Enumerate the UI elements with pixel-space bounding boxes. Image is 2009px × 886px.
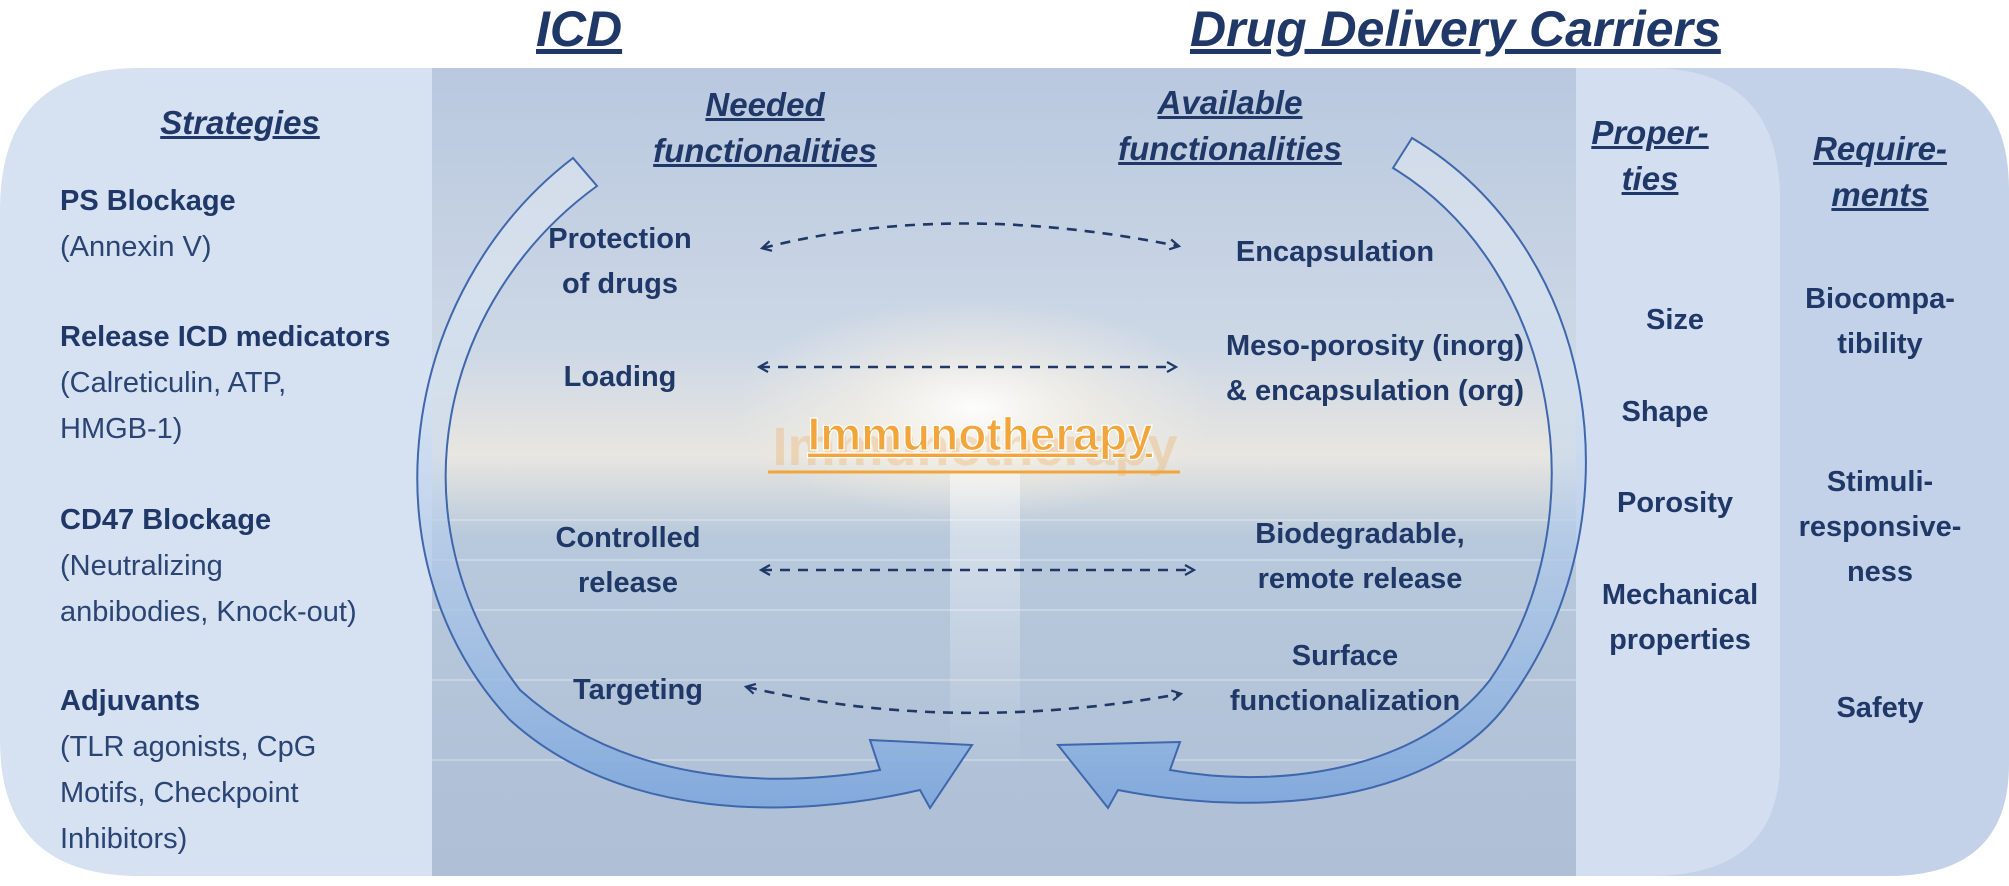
left-curved-arrow	[416, 156, 974, 810]
strategies-header: Strategies	[160, 104, 320, 141]
ddc-title: Drug Delivery Carriers	[1190, 1, 1721, 57]
requirements-header: Require-ments	[1813, 130, 1947, 213]
property-shape: Shape	[1621, 396, 1709, 428]
requirement-stimuli-responsiveness: Stimuli-responsive-ness	[1798, 466, 1962, 588]
property-porosity: Porosity	[1616, 487, 1734, 519]
connector-targeting-surface	[747, 687, 1180, 715]
available-encapsulation: Encapsulation	[1235, 236, 1435, 268]
icd-title: ICD	[536, 1, 623, 57]
properties-header: Proper-ties	[1591, 114, 1709, 197]
strategy-item-ps: PS Blockage (Annexin V)	[60, 185, 236, 263]
needed-targeting: Targeting	[573, 674, 703, 706]
connector-protection-encapsulation	[763, 222, 1178, 248]
immunotherapy-label: Immunotherapy	[807, 408, 1152, 460]
available-meso-porosity: Meso-porosity (inorg)& encapsulation (or…	[1225, 330, 1525, 407]
needed-loading: Loading	[563, 361, 677, 393]
right-curved-arrow	[1055, 136, 1587, 810]
immunotherapy-glow: Immunotherapy	[772, 417, 1177, 477]
property-size: Size	[1645, 304, 1705, 336]
requirement-biocompatibility: Biocompa-tibility	[1805, 283, 1955, 360]
available-biodegradable: Biodegradable,remote release	[1255, 518, 1465, 595]
strategy-item-cd47: CD47 Blockage (Neutralizing anbibodies, …	[60, 504, 357, 628]
requirement-safety: Safety	[1836, 692, 1924, 724]
strategies-panel	[0, 68, 560, 876]
strategy-item-release: Release ICD medicators (Calreticulin, AT…	[60, 321, 391, 445]
strategy-item-adjuvants: Adjuvants (TLR agonists, CpG Motifs, Che…	[60, 685, 317, 855]
